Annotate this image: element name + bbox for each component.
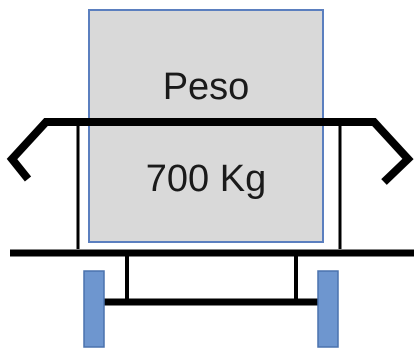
- right-wheel: [317, 270, 339, 348]
- handle-bar: [6, 118, 414, 185]
- left-wheel: [83, 270, 105, 348]
- load-weight-label: 700 Kg: [145, 158, 267, 200]
- load-title-label: Peso: [162, 66, 250, 108]
